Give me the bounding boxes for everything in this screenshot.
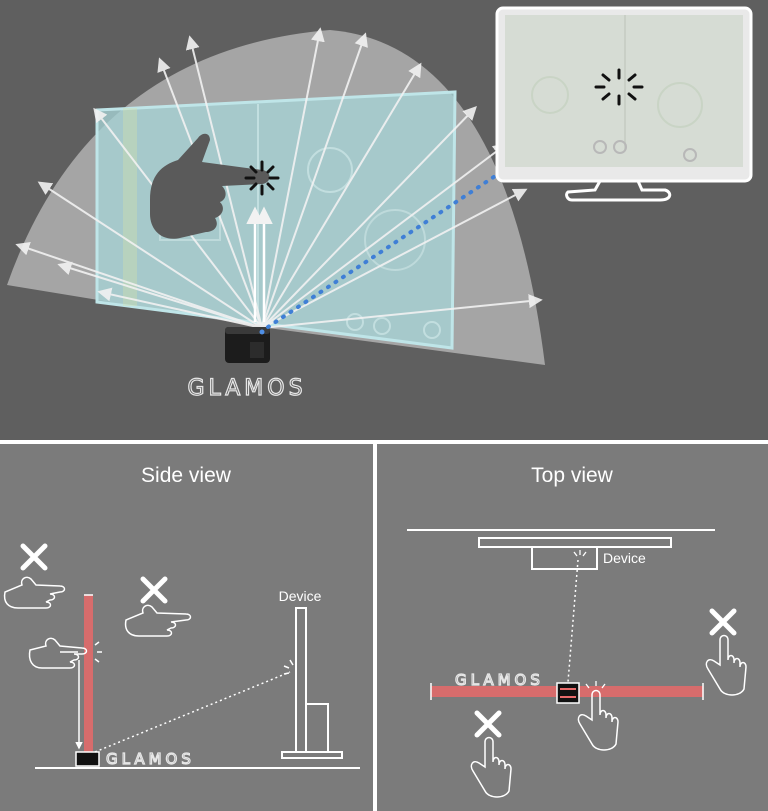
screen-touch-burst-icon bbox=[594, 68, 644, 106]
top-touch-burst-icon bbox=[585, 681, 606, 689]
side-sensor-beam bbox=[75, 594, 93, 755]
touch-beam bbox=[246, 206, 273, 322]
top-view-title: Top view bbox=[531, 464, 614, 487]
top-view-panel: Top view Device GLAMOS bbox=[377, 444, 768, 811]
side-invalid-hand-1-icon bbox=[3, 543, 66, 609]
hero-brand-label: GLAMOS bbox=[187, 376, 306, 401]
side-view-background bbox=[0, 444, 373, 811]
horizontal-divider bbox=[0, 440, 768, 444]
top-wireless-link bbox=[567, 559, 579, 683]
touch-burst-icon bbox=[244, 160, 280, 196]
top-device-label: Device bbox=[603, 550, 646, 566]
side-touch-burst-icon bbox=[94, 641, 102, 663]
top-touching-hand-icon bbox=[577, 689, 619, 751]
side-touching-hand-icon bbox=[28, 637, 88, 669]
monitor-icon bbox=[495, 6, 753, 202]
top-brand-label: GLAMOS bbox=[455, 671, 544, 689]
top-invalid-hand-right-icon bbox=[705, 608, 747, 696]
top-invalid-hand-left-icon bbox=[470, 710, 512, 798]
side-device-label: Device bbox=[279, 588, 322, 604]
hero-section: GLAMOS bbox=[0, 0, 768, 440]
glamos-device-icon bbox=[225, 327, 270, 363]
side-glamos-device-icon bbox=[75, 751, 100, 767]
side-screen-touch-icon bbox=[283, 659, 294, 675]
side-brand-label: GLAMOS bbox=[106, 750, 195, 768]
vertical-divider bbox=[373, 444, 377, 811]
top-device-icon bbox=[478, 537, 672, 570]
side-view-title: Side view bbox=[141, 464, 232, 487]
side-device-monitor-icon bbox=[281, 607, 343, 759]
side-invalid-hand-2-icon bbox=[124, 576, 192, 637]
top-view-background bbox=[377, 444, 768, 811]
pointing-hand-icon bbox=[150, 133, 270, 239]
top-glamos-device-icon bbox=[556, 682, 580, 704]
top-screen-touch-icon bbox=[573, 550, 587, 557]
side-view-panel: Side view GLAMOS Device bbox=[0, 444, 373, 811]
side-wireless-link bbox=[94, 671, 291, 753]
